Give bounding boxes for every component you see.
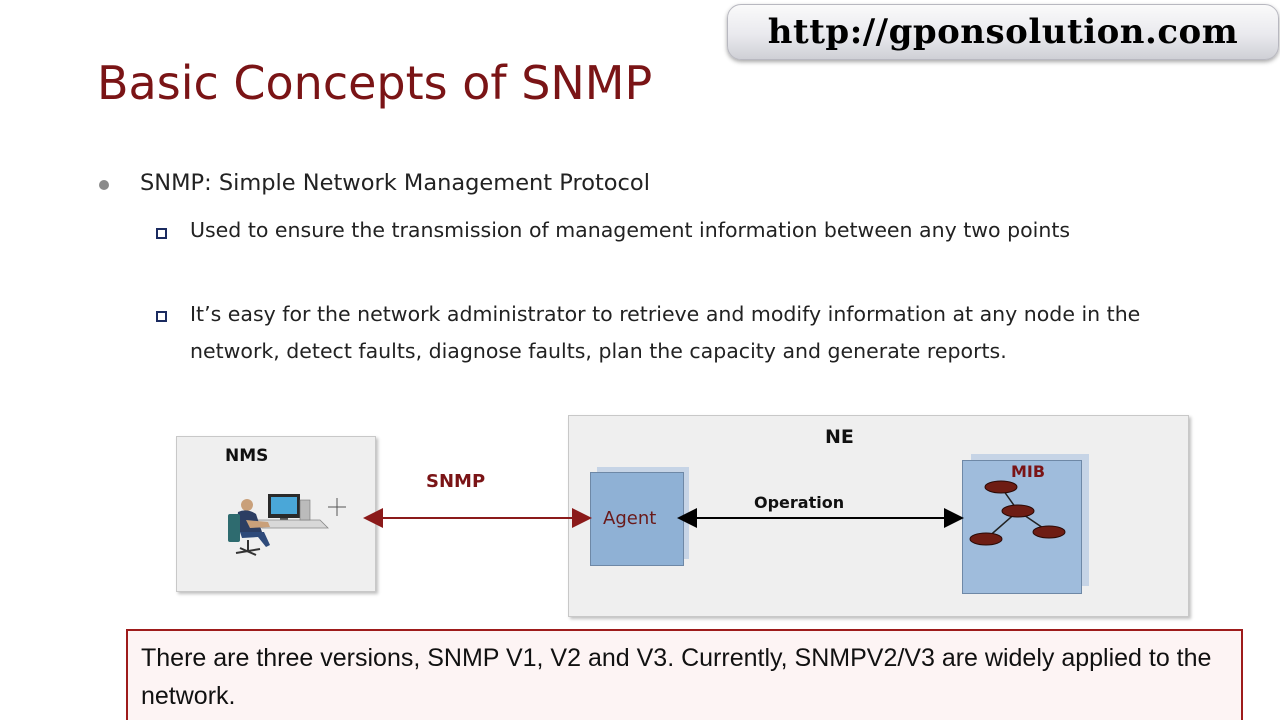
versions-note-text: There are three versions, SNMP V1, V2 an…: [141, 644, 1212, 710]
website-url: http://gponsolution.com: [767, 12, 1239, 52]
ne-label: NE: [825, 426, 854, 448]
mib-tree-icon: [969, 480, 1066, 546]
bullet-dot-icon: [99, 180, 109, 190]
slide-title: Basic Concepts of SNMP: [97, 56, 653, 110]
mib-box: [962, 460, 1082, 594]
bullet-snmp-definition: SNMP: Simple Network Management Protocol: [140, 170, 650, 196]
snmp-arrow-label: SNMP: [426, 471, 486, 492]
sub-bullet-administrator: It’s easy for the network administrator …: [190, 302, 1141, 363]
cursor-crosshair-icon: [328, 498, 346, 516]
sub-bullet-square-icon: [156, 311, 167, 322]
sub-bullet-square-icon: [156, 228, 167, 239]
mib-label: MIB: [1011, 462, 1046, 481]
website-url-banner: http://gponsolution.com: [727, 4, 1279, 60]
operator-computer-icon: [228, 494, 329, 556]
nms-label: NMS: [225, 446, 269, 466]
agent-label: Agent: [603, 508, 657, 529]
operation-label: Operation: [754, 493, 845, 512]
sub-bullet-transmission: Used to ensure the transmission of manag…: [190, 218, 1071, 242]
versions-note-box: There are three versions, SNMP V1, V2 an…: [126, 629, 1243, 720]
